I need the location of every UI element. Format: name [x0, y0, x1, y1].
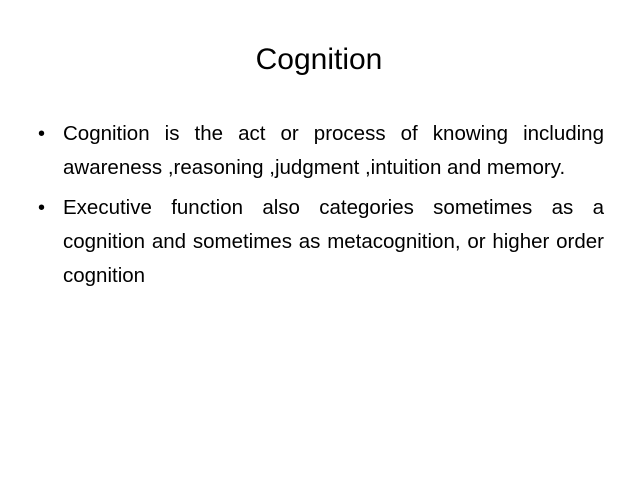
bullet-list: • Cognition is the act or process of kno…	[38, 117, 604, 299]
bullet-text: Executive function also categories somet…	[63, 196, 604, 287]
bullet-point-icon: •	[38, 197, 46, 219]
slide-title: Cognition	[255, 43, 383, 76]
bullet-point-icon: •	[38, 123, 46, 145]
bullet-item-cognition-definition: • Cognition is the act or process of kno…	[38, 117, 604, 185]
bullet-item-executive-function: • Executive function also categories som…	[38, 191, 604, 293]
bullet-text: Cognition is the act or process of knowi…	[63, 122, 604, 179]
